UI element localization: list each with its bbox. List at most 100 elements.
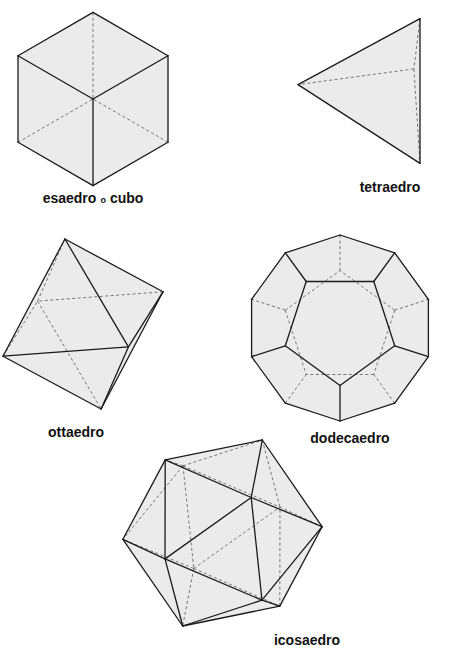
hidden-edge [123, 466, 183, 540]
hidden-edge [374, 310, 395, 374]
hidden-edge [38, 239, 65, 301]
hidden-edge [194, 507, 280, 568]
visible-edge [183, 600, 262, 626]
visible-edge [3, 356, 101, 409]
visible-edge [252, 253, 286, 299]
visible-edge [395, 253, 429, 299]
hidden-edge [298, 69, 414, 85]
hidden-edge [374, 375, 395, 404]
visible-edge [285, 346, 340, 386]
figure-name: cubo [110, 191, 143, 206]
visible-edge [101, 347, 128, 409]
hidden-edge [3, 301, 38, 356]
visible-edge [65, 239, 163, 292]
visible-edge [280, 527, 322, 606]
visible-edge [252, 357, 286, 404]
figure-name: ottaedro [48, 425, 104, 440]
hidden-edge [340, 235, 341, 271]
hidden-edge [93, 12, 94, 99]
visible-edge [419, 19, 420, 164]
visible-edge [262, 527, 322, 601]
hidden-edge [285, 375, 306, 404]
visible-edge [165, 559, 262, 600]
visible-edge [123, 460, 165, 539]
visible-edge [123, 539, 183, 626]
label-group: icosaedro [274, 633, 340, 648]
hidden-edge [194, 569, 280, 607]
visible-edge [18, 56, 93, 99]
figure-name: esaedro [43, 191, 97, 206]
figure-name: tetraedro [360, 180, 421, 195]
visible-edge [262, 600, 280, 606]
visible-edge [3, 239, 65, 356]
hidden-edge [252, 299, 286, 310]
visible-edge [374, 282, 395, 346]
visible-edge [128, 292, 163, 347]
visible-edge [285, 235, 340, 253]
visible-edge [17, 56, 18, 143]
hidden-edge [306, 374, 374, 375]
visible-edge [165, 498, 251, 559]
solid-face-fill [18, 12, 168, 185]
figure-name: dodecaedro [310, 431, 389, 446]
solid-face-fill [123, 440, 322, 626]
visible-edge [374, 253, 395, 282]
figure-name: icosaedro [274, 633, 340, 648]
visible-edge [92, 99, 93, 186]
solid-face-fill [298, 19, 420, 164]
visible-edge [165, 440, 262, 460]
hidden-edge [93, 99, 168, 142]
visible-edge [285, 253, 306, 282]
visible-edge [340, 346, 395, 386]
hidden-edge [18, 99, 93, 142]
visible-edge [251, 299, 252, 356]
visible-edge [251, 440, 262, 498]
visible-edge [339, 386, 340, 422]
visible-edge [165, 559, 183, 626]
visible-edge [165, 460, 251, 498]
hidden-edge [262, 440, 280, 507]
visible-edge [340, 403, 395, 421]
hidden-edge [183, 440, 262, 466]
solid-face-fill [3, 239, 163, 409]
hidden-edge [414, 19, 420, 69]
visible-edge [167, 56, 168, 143]
visible-edge [93, 12, 168, 55]
visible-edge [164, 460, 165, 559]
hidden-edge [285, 310, 306, 374]
visible-edge [298, 85, 420, 164]
visible-edge [93, 56, 168, 99]
label-group: esaedroocubo [43, 191, 144, 206]
visible-edge [101, 292, 163, 409]
visible-edge [428, 299, 429, 356]
hidden-edge [340, 271, 395, 311]
hidden-edge [183, 466, 280, 507]
visible-edge [262, 440, 322, 527]
hidden-edge [414, 69, 420, 163]
visible-edge [252, 346, 286, 357]
visible-edge [123, 539, 165, 559]
visible-edge [285, 282, 306, 346]
solid-face-fill [252, 235, 429, 421]
visible-edge [251, 498, 262, 601]
visible-edge [3, 347, 128, 356]
hidden-edge [285, 271, 340, 311]
visible-edge [395, 357, 429, 404]
label-group: tetraedro [360, 180, 421, 195]
label-group: ottaedro [48, 425, 104, 440]
label-group: dodecaedro [310, 431, 389, 446]
hidden-edge [395, 299, 429, 310]
visible-edge [18, 142, 93, 185]
visible-edge [340, 235, 395, 253]
hidden-edge [279, 507, 280, 606]
visible-edge [183, 606, 280, 626]
visible-edge [18, 12, 93, 55]
visible-edge [65, 239, 128, 347]
visible-edge [306, 281, 374, 282]
visible-edge [93, 142, 168, 185]
hidden-edge [38, 301, 102, 409]
visible-edge [285, 403, 340, 421]
figure-name: o [100, 196, 106, 206]
visible-edge [298, 19, 420, 85]
